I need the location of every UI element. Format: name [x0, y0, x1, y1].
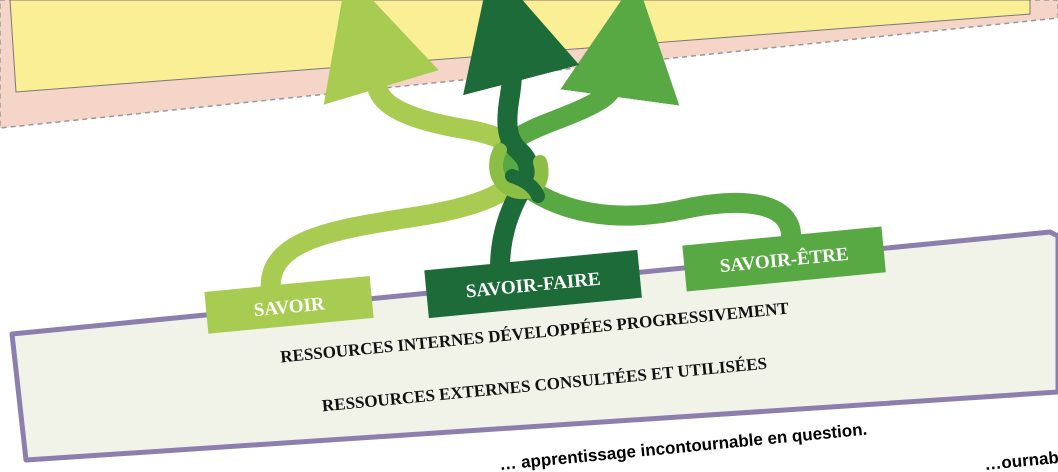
- label-savoir-faire: SAVOIR-FAIRE: [424, 249, 642, 319]
- knot-strands: [260, 0, 802, 308]
- label-savoir-etre-bg: [682, 226, 886, 292]
- knot-crossing: [505, 169, 545, 203]
- savoir-faire-strand: [463, 0, 580, 278]
- label-savoir-bg: [204, 276, 374, 334]
- label-savoir: SAVOIR: [204, 276, 374, 334]
- bottom-text-line2: …ournable: [984, 447, 1058, 472]
- top-panel: [0, 0, 1058, 129]
- label-savoir-etre: SAVOIR-ÊTRE: [682, 226, 886, 292]
- label-savoir-faire-bg: [424, 249, 642, 319]
- knot-loop: [489, 143, 549, 200]
